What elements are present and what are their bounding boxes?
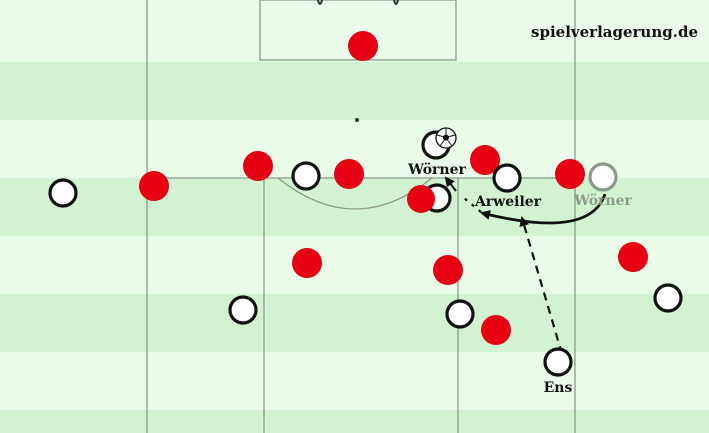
red-player [334,159,364,189]
red-player [292,248,322,278]
red-player [433,255,463,285]
red-team [139,31,648,345]
red-player [139,171,169,201]
white-player [653,283,683,313]
label-worner: Wörner [407,162,466,178]
goalpost-right [393,0,399,5]
label-ens: Ens [544,380,573,396]
red-player [481,315,511,345]
movement-arrows [444,176,607,355]
white-player-ens [543,347,573,377]
red-player [470,145,500,175]
red-player-overlapping [407,185,435,213]
soccer-ball-icon [435,127,457,149]
penalty-spot [355,118,359,122]
red-player [618,242,648,272]
worner-drop-run-arrow [480,193,607,225]
white-player [228,295,258,325]
ens-dashed-run-arrow [519,216,564,355]
white-player [291,161,321,191]
ghost-player-worner [588,162,618,192]
red-player [555,159,585,189]
red-player [243,151,273,181]
white-player-arweiler [492,163,522,193]
dotted-link-short [463,197,482,213]
label-arweiler: Arweiler [474,194,542,210]
white-player [48,178,78,208]
pass-arrow-small [444,176,457,192]
watermark: spielverlagerung.de [531,23,698,41]
white-player [445,299,475,329]
goalpost-left [317,0,323,5]
red-player [348,31,378,61]
label-worner-ghost: Wörner [573,193,632,209]
